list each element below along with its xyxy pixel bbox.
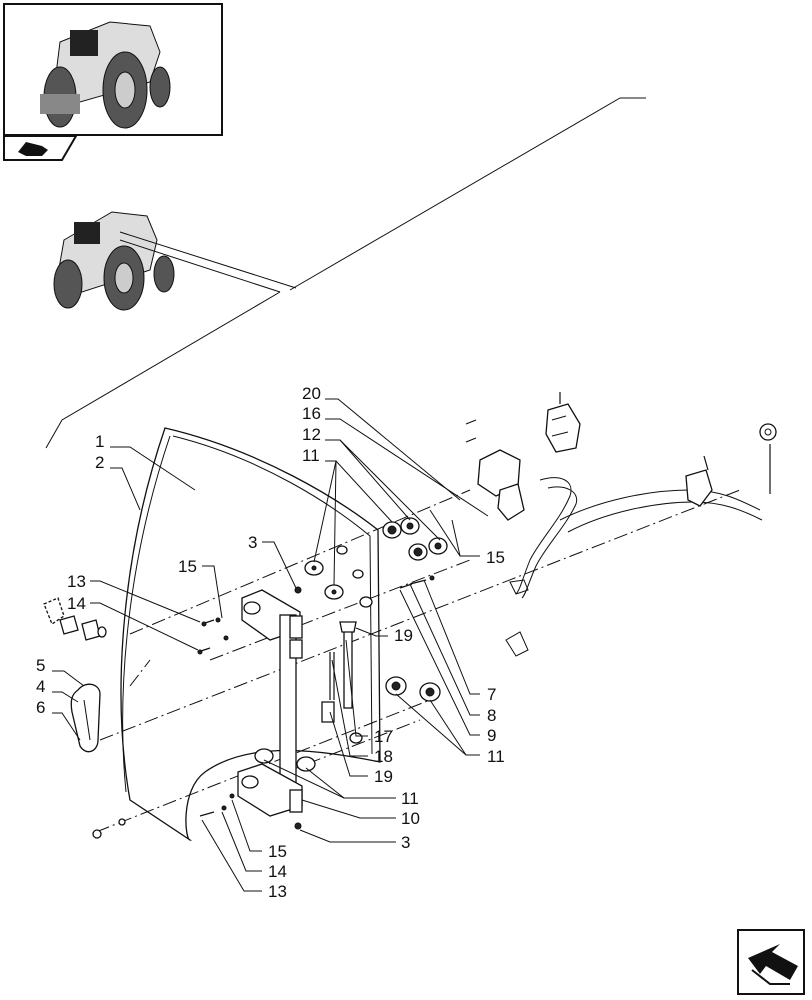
part-label-8: 8 [487, 706, 496, 725]
part-label-16: 16 [302, 404, 321, 423]
part-label-14: 14 [67, 594, 86, 613]
gas-strut-assembly [465, 392, 777, 657]
part-label-4: 4 [36, 677, 45, 696]
part-number-labels: 1220161211153151314195467891117181911103… [36, 384, 505, 901]
part-label-15: 15 [178, 557, 197, 576]
tractor-thumbnail-icon[interactable] [3, 3, 223, 136]
pins-and-screws [197, 575, 435, 817]
part-label-17: 17 [374, 727, 393, 746]
part-label-6: 6 [36, 698, 45, 717]
part-label-3: 3 [248, 533, 257, 552]
hand-pointer-icon[interactable] [3, 135, 78, 161]
part-label-15: 15 [486, 548, 505, 567]
part-label-7: 7 [487, 685, 496, 704]
part-label-10: 10 [401, 809, 420, 828]
part-label-11: 11 [302, 446, 320, 465]
part-label-5: 5 [36, 656, 45, 675]
part-label-20: 20 [302, 384, 321, 403]
callout-frame [45, 97, 646, 449]
door-handle [70, 683, 101, 753]
part-label-13: 13 [268, 882, 287, 901]
lock-parts [43, 597, 126, 839]
tractor-inset-icon [53, 211, 297, 311]
hinge-assembly [237, 586, 303, 830]
part-label-11: 11 [487, 747, 505, 766]
part-label-1: 1 [95, 432, 104, 451]
part-label-11: 11 [401, 789, 419, 808]
part-label-14: 14 [268, 862, 287, 881]
part-label-18: 18 [374, 747, 393, 766]
part-label-19: 19 [374, 767, 393, 786]
part-label-19: 19 [394, 626, 413, 645]
part-label-13: 13 [67, 572, 86, 591]
part-label-3: 3 [401, 833, 410, 852]
washers [254, 517, 448, 772]
next-page-arrow-icon[interactable] [737, 929, 805, 995]
door-glass-panel [120, 427, 381, 841]
part-label-15: 15 [268, 842, 287, 861]
part-label-2: 2 [95, 453, 104, 472]
part-label-12: 12 [302, 425, 321, 444]
part-label-9: 9 [487, 726, 496, 745]
leader-lines [52, 398, 489, 892]
